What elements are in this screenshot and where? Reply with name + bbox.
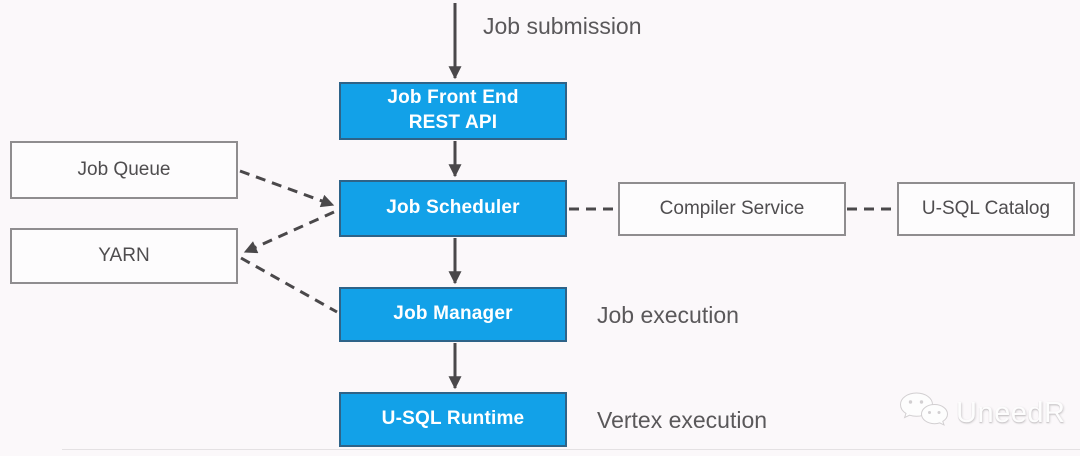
- job-execution-label: Job execution: [597, 302, 739, 328]
- node-compiler-service-label: Compiler Service: [659, 197, 805, 219]
- node-job-queue: Job Queue: [10, 141, 238, 199]
- node-yarn-label: YARN: [98, 244, 150, 266]
- node-yarn: YARN: [10, 228, 238, 284]
- node-job-queue-label: Job Queue: [77, 158, 171, 180]
- job-submission-label: Job submission: [483, 13, 642, 39]
- node-usql-runtime-label: U-SQL Runtime: [381, 408, 525, 430]
- node-usql-catalog-label: U-SQL Catalog: [921, 197, 1051, 219]
- wechat-icon: [898, 391, 950, 436]
- node-job-front-end-line2: REST API: [408, 112, 498, 133]
- vertex-execution-label: Vertex execution: [597, 407, 768, 433]
- slide-bottom-edge: [62, 449, 1080, 450]
- node-job-front-end-line1: Job Front End: [387, 87, 519, 109]
- node-compiler-service: Compiler Service: [618, 182, 846, 236]
- watermark: UneedR: [898, 391, 1065, 436]
- node-job-manager: Job Manager: [339, 287, 567, 342]
- node-job-front-end: Job Front End REST API: [339, 82, 567, 140]
- node-usql-catalog: U-SQL Catalog: [897, 182, 1075, 236]
- node-job-scheduler: Job Scheduler: [339, 180, 567, 237]
- node-usql-runtime: U-SQL Runtime: [339, 392, 567, 447]
- watermark-text: UneedR: [956, 397, 1066, 429]
- node-job-manager-label: Job Manager: [393, 303, 513, 325]
- node-job-scheduler-label: Job Scheduler: [386, 197, 520, 219]
